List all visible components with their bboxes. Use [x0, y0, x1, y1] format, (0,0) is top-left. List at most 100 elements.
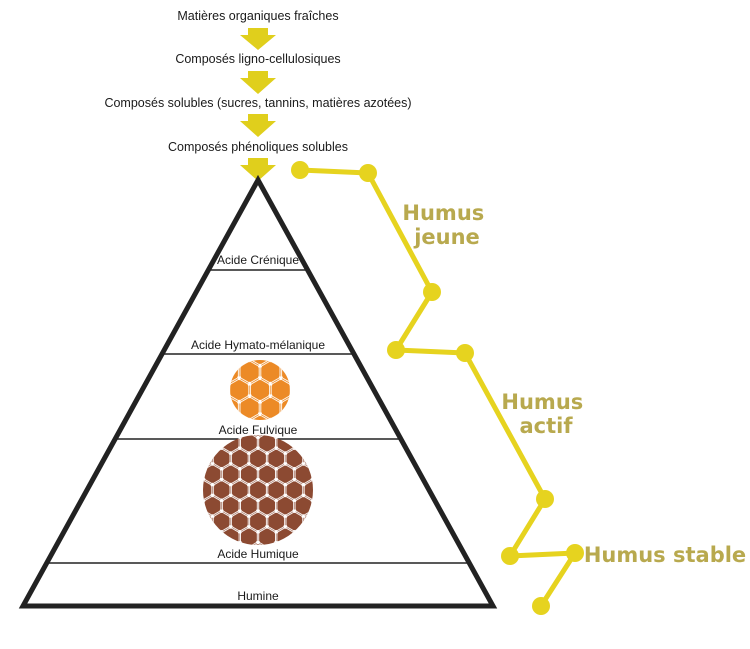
atom-dot — [238, 447, 241, 450]
atom-dot — [248, 452, 251, 455]
atom-dot — [310, 509, 313, 512]
atom-dot — [239, 531, 242, 534]
atom-dot — [238, 365, 242, 368]
atom-dot — [247, 419, 251, 420]
atom-dot — [270, 383, 273, 386]
atom-dot — [227, 394, 229, 396]
atom-dot — [203, 467, 205, 470]
humus-actif-label: Humus actif — [501, 390, 590, 438]
hexagon-cell — [292, 379, 311, 401]
atom-dot — [269, 417, 272, 420]
layer-label-fulvique: Acide Fulvique — [219, 423, 298, 437]
atom-dot — [203, 499, 206, 503]
atom-dot — [301, 525, 304, 528]
down-arrow-icon — [240, 114, 276, 137]
atom-dot — [284, 494, 287, 498]
atom-dot — [256, 447, 260, 450]
atom-dot — [302, 494, 305, 498]
atom-dot — [249, 360, 252, 361]
chain-node — [359, 164, 377, 182]
atom-dot — [311, 479, 313, 482]
hexagon-cell — [281, 396, 290, 420]
atom-dot — [212, 452, 215, 455]
atom-dot — [230, 515, 233, 518]
atom-dot — [259, 401, 262, 404]
humus-chain: Humus jeune Humus actif Humus stable — [291, 161, 746, 615]
atom-dot — [248, 360, 251, 363]
atom-dot — [275, 468, 279, 471]
atom-dot — [293, 447, 296, 450]
atom-dot — [220, 510, 223, 513]
atom-dot — [218, 412, 220, 414]
atom-dot — [300, 365, 302, 367]
atom-dot — [211, 494, 214, 498]
atom-dot — [279, 413, 282, 417]
decomposition-flow: Matières organiques fraîches Composés li… — [104, 9, 412, 181]
atom-dot — [217, 400, 219, 402]
hexagon-cell — [281, 360, 290, 384]
atom-dot — [293, 499, 297, 503]
atom-dot — [284, 463, 287, 466]
atom-dot — [220, 530, 223, 533]
atom-dot — [289, 383, 290, 386]
atom-dot — [203, 447, 205, 450]
atom-dot — [303, 515, 306, 518]
chain-node — [501, 547, 519, 565]
atom-dot — [237, 412, 240, 415]
atom-dot — [284, 515, 288, 518]
atom-dot — [300, 400, 302, 402]
atom-dot — [291, 383, 293, 385]
chain-node — [387, 341, 405, 359]
atom-dot — [302, 463, 305, 466]
hexagon-cell — [303, 511, 313, 532]
atom-dot — [292, 540, 295, 544]
atom-dot — [256, 510, 260, 513]
flow-step-4: Composés phénoliques solubles — [168, 140, 348, 154]
atom-dot — [280, 401, 283, 404]
atom-dot — [257, 468, 260, 471]
atom-dot — [247, 526, 251, 529]
atom-dot — [230, 452, 233, 455]
layer-label-crenique: Acide Crénique — [217, 253, 299, 267]
atom-dot — [220, 447, 223, 450]
atom-dot — [280, 412, 283, 415]
atom-dot — [210, 452, 213, 455]
atom-dot — [269, 360, 272, 363]
hexagon-cell — [230, 360, 239, 384]
atom-dot — [239, 499, 242, 503]
atom-dot — [275, 540, 279, 544]
atom-dot — [194, 462, 196, 464]
chain-node — [532, 597, 550, 615]
atom-dot — [265, 494, 269, 498]
humus-jeune-label: Humus jeune — [402, 201, 491, 249]
down-arrow-icon — [240, 71, 276, 94]
atom-dot — [275, 510, 278, 513]
atom-dot — [291, 394, 293, 396]
atom-dot — [203, 468, 206, 471]
atom-dot — [194, 453, 196, 455]
atom-dot — [256, 542, 260, 545]
atom-dot — [221, 531, 224, 534]
atom-dot — [275, 499, 279, 503]
atom-dot — [230, 484, 233, 487]
atom-dot — [221, 468, 224, 471]
atom-dot — [238, 363, 241, 367]
chain-node — [536, 490, 554, 508]
atom-dot — [310, 394, 312, 396]
atom-dot — [257, 531, 260, 534]
atom-dot — [320, 484, 322, 486]
atom-dot — [290, 360, 292, 362]
atom-dot — [249, 383, 252, 386]
atom-dot — [311, 530, 313, 533]
atom-dot — [301, 452, 304, 455]
atom-dot — [218, 376, 220, 378]
atom-dot — [265, 526, 269, 529]
atom-dot — [230, 383, 231, 386]
atom-dot — [221, 499, 224, 503]
atom-dot — [310, 383, 312, 385]
pyramid-outline — [18, 174, 498, 609]
chain-node — [456, 344, 474, 362]
atom-dot — [230, 394, 231, 397]
atom-dot — [258, 413, 262, 417]
